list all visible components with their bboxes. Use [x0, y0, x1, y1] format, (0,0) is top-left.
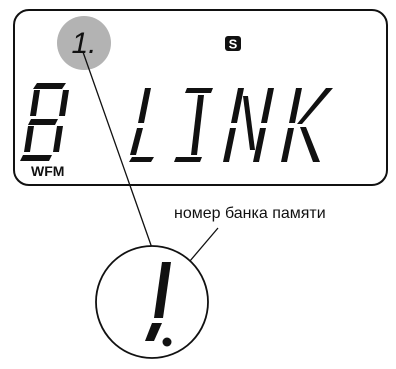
lcd-large-text: [20, 83, 333, 162]
lcd-char-n: [223, 88, 274, 162]
callout-label: номер банка памяти: [174, 205, 326, 222]
bank-highlight-circle: [57, 16, 111, 70]
lcd-char-k: [281, 88, 333, 162]
zoom-circle: [95, 245, 209, 359]
s-badge-label: S: [229, 37, 238, 52]
lcd-char-i: [174, 88, 213, 162]
lcd-char-l: [129, 88, 154, 162]
lcd-char-b: [20, 83, 69, 161]
bank-number-large: [145, 262, 172, 347]
s-badge: [225, 36, 241, 51]
leader-line-bank: [82, 51, 153, 249]
mode-label-wfm: WFM: [31, 163, 64, 179]
